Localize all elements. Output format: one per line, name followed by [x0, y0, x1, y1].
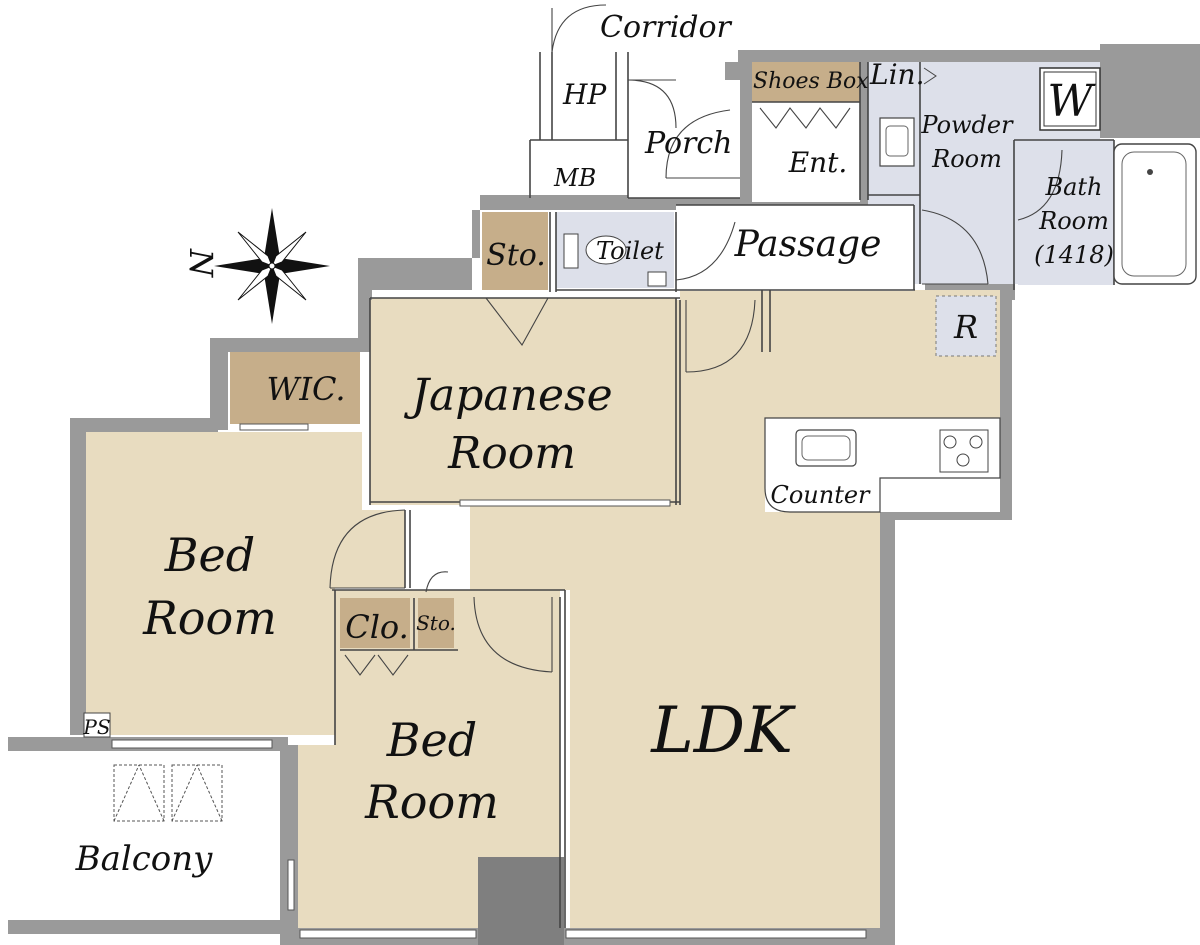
- compass-north-label: N: [182, 248, 220, 278]
- storage-small-floor: [418, 598, 454, 648]
- shoes-box-label: Shoes Box: [753, 69, 869, 94]
- bed-room-a-floor: [86, 432, 405, 735]
- balcony-label: Balcony: [75, 839, 214, 879]
- storage-top-label: Sto.: [486, 238, 546, 273]
- porch-label: Porch: [644, 126, 733, 161]
- bed-room-b-floor: [298, 590, 560, 928]
- storage-top-floor: [482, 212, 548, 290]
- wic-label: WIC.: [266, 370, 345, 408]
- powder-room-label-line2: Room: [931, 145, 1002, 173]
- hp-label: HP: [562, 78, 607, 111]
- wic-floor: [230, 352, 360, 424]
- closet-floor: [340, 598, 410, 648]
- toilet-label: Toilet: [596, 237, 664, 265]
- mb-label: MB: [553, 164, 596, 192]
- refrigerator-label: R: [953, 308, 978, 346]
- washer-box: [1039, 67, 1101, 131]
- washbasin: [879, 117, 915, 167]
- room-labels: Corridor HP MB Porch Shoes Box Lin. W Po…: [75, 10, 1114, 879]
- bed-room-b-label-line2: Room: [364, 775, 499, 829]
- doors: [329, 4, 1063, 676]
- bath-room-label-line3: (1418): [1034, 241, 1114, 269]
- compass-rose-icon: [214, 208, 330, 324]
- refrigerator-floor: [935, 295, 997, 357]
- passage-floor: [676, 205, 914, 291]
- ps-label: PS: [82, 715, 110, 739]
- bed-room-a-label-line2: Room: [142, 591, 277, 645]
- passage-label: Passage: [734, 224, 882, 265]
- japanese-room-label-line1: Japanese: [403, 370, 612, 421]
- bathtub: [1113, 143, 1197, 285]
- bath-room-label-line1: Bath: [1044, 173, 1102, 201]
- japanese-room-label-line2: Room: [447, 428, 576, 479]
- closet-label: Clo.: [345, 608, 409, 646]
- counter-label: Counter: [770, 481, 871, 509]
- bed-room-b-label-line1: Bed: [386, 713, 477, 767]
- outdoor-unit-icon: [113, 764, 223, 822]
- windows: [111, 423, 867, 939]
- toilet-bowl-icon: [585, 235, 627, 265]
- structural-column: [478, 857, 564, 945]
- linen-label: Lin.: [869, 58, 924, 91]
- japanese-room-floor: [372, 298, 677, 500]
- fixtures: [83, 67, 1197, 822]
- floors: [86, 62, 1114, 945]
- corridor-label: Corridor: [600, 10, 733, 45]
- powder-room-label-line1: Powder: [920, 111, 1014, 139]
- stove-icon: [939, 429, 989, 473]
- ldk-label: LDK: [650, 694, 796, 768]
- ps-box: [83, 712, 111, 738]
- bath-room-label-line2: Room: [1038, 207, 1109, 235]
- shoes-box-floor: [752, 62, 860, 102]
- washer-label: W: [1047, 76, 1096, 127]
- entrance-label: Ent.: [788, 146, 848, 179]
- kitchen-sink: [795, 429, 857, 467]
- storage-small-label: Sto.: [416, 611, 456, 635]
- bed-room-a-label-line1: Bed: [164, 528, 255, 582]
- bath-room-floor: [1018, 140, 1114, 285]
